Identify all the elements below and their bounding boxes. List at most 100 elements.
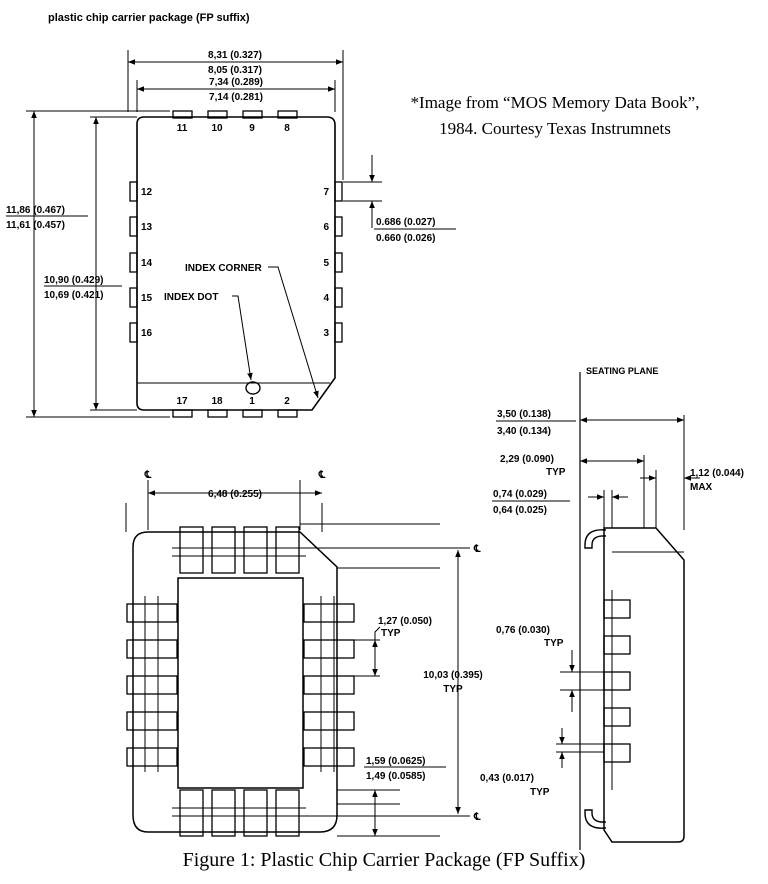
index-corner-label: INDEX CORNER	[185, 263, 262, 274]
dim-height-max: 11,86 (0.467)	[6, 205, 65, 216]
dim-width-max: 8,31 (0.327)	[208, 50, 262, 61]
dim-side-height-max: 3,50 (0.138)	[497, 409, 551, 420]
dim-lead-t-typ: TYP	[530, 787, 550, 798]
dim-pitch-label: 1,27 (0.050)	[378, 616, 432, 627]
dim-side-lead-max: 0,74 (0.029)	[493, 489, 547, 500]
side-lead	[603, 635, 631, 655]
centerline-symbol: ℄	[473, 812, 481, 823]
bottom-pad	[303, 711, 355, 731]
centerline-symbol: ℄	[473, 544, 481, 555]
dim-pitch-typ: TYP	[381, 628, 401, 639]
pin-label: 12	[141, 187, 153, 198]
dim-height2-max: 10,90 (0.429)	[44, 275, 104, 286]
bottom-pad	[303, 639, 355, 659]
bottom-pad	[303, 675, 355, 695]
lead-14	[129, 252, 138, 273]
top-view: 11 10 9 8 12 13 14 15 16 7 6 5 4 3 17 18…	[6, 50, 456, 418]
side-lead	[603, 743, 631, 763]
index-dot-mark	[245, 381, 261, 395]
package-title: plastic chip carrier package (FP suffix)	[48, 12, 250, 24]
dim-body-typ: TYP	[546, 467, 566, 478]
dim-body-label: 2,29 (0.090)	[500, 454, 554, 465]
bottom-pad	[243, 526, 268, 574]
pin-label: 2	[284, 396, 290, 407]
dim-height2-min: 10,69 (0.421)	[44, 290, 104, 301]
bottom-pad	[126, 603, 178, 623]
dim-width2-min: 7,14 (0.281)	[209, 92, 263, 103]
dim-side-height-min: 3,40 (0.134)	[497, 426, 551, 437]
dim-pitch-x-label: 6,48 (0.255)	[208, 489, 262, 500]
lead-8	[277, 110, 298, 119]
dim-lead-w-typ: TYP	[544, 638, 564, 649]
lead-17	[172, 409, 193, 418]
pin-label: 3	[323, 328, 329, 339]
dim-pad-min: 1,49 (0.0585)	[366, 771, 426, 782]
lead-6	[334, 216, 343, 237]
top-body-outline	[136, 116, 336, 411]
dim-side-lead-min: 0,64 (0.025)	[493, 505, 547, 516]
lead-1	[242, 409, 263, 418]
dim-lead-t-label: 0,43 (0.017)	[480, 773, 534, 784]
j-lead-top	[584, 529, 607, 549]
bottom-pad	[303, 603, 355, 623]
bottom-pad	[303, 747, 355, 767]
inner-cavity	[177, 577, 304, 789]
seating-plane-label: SEATING PLANE	[586, 366, 658, 376]
dim-pitch-leader	[374, 626, 381, 640]
bottom-pad	[243, 789, 268, 837]
lead-2	[277, 409, 298, 418]
index-corner-leader	[268, 266, 319, 399]
pin-label: 9	[249, 123, 255, 134]
bottom-pad	[275, 789, 300, 837]
pin-label: 7	[323, 187, 329, 198]
bottom-pad	[126, 747, 178, 767]
bottom-pad	[211, 526, 236, 574]
side-lead	[603, 599, 631, 619]
pin-label: 4	[323, 293, 329, 304]
pin-label: 8	[284, 123, 290, 134]
bottom-body-outline	[132, 531, 338, 833]
side-body-outline	[603, 527, 685, 843]
pin-label: 13	[141, 222, 153, 233]
figure-caption: Figure 1: Plastic Chip Carrier Package (…	[183, 849, 586, 871]
dim-width-min: 8,05 (0.317)	[208, 65, 262, 76]
pin-label: 17	[176, 396, 188, 407]
pin-label: 15	[141, 293, 153, 304]
dim-pitch-y-label: 10,03 (0.395)	[423, 670, 483, 681]
bottom-pad	[126, 675, 178, 695]
side-lead	[603, 671, 631, 691]
pin-label: 18	[211, 396, 223, 407]
side-view: SEATING PLANE 3,50 (0.138) 3,40 (0.134) …	[480, 366, 744, 850]
index-dot-leader	[232, 295, 253, 381]
lead-7	[334, 181, 343, 202]
bottom-pad	[126, 639, 178, 659]
bottom-pad	[179, 789, 204, 837]
pin-label: 5	[323, 258, 329, 269]
lead-16	[129, 322, 138, 343]
index-dot-label: INDEX DOT	[164, 292, 218, 303]
credit-line-1: *Image from “MOS Memory Data Book”,	[411, 93, 700, 112]
lead-3	[334, 322, 343, 343]
dim-lead-min: 0.660 (0.026)	[376, 233, 436, 244]
lead-9	[242, 110, 263, 119]
dim-lead-max: 0.686 (0.027)	[376, 217, 436, 228]
pin-label: 11	[177, 123, 188, 134]
bottom-pad	[211, 789, 236, 837]
dim-pitch-y-typ: TYP	[443, 684, 463, 695]
bottom-view: ℄ ℄ 6,48 (0.255) ℄ ℄ 1,27 (0.050) TYP 10…	[125, 470, 483, 837]
lead-12	[129, 181, 138, 202]
pin-label: 6	[323, 222, 329, 233]
dim-width2-max: 7,34 (0.289)	[209, 77, 263, 88]
dim-pad-max: 1,59 (0.0625)	[366, 756, 426, 767]
pin-label: 14	[141, 258, 153, 269]
dim-lead-w-label: 0,76 (0.030)	[496, 625, 550, 636]
bottom-pad	[179, 526, 204, 574]
side-lead	[603, 707, 631, 727]
dim-standoff-label: 1,12 (0.044)	[690, 468, 744, 479]
lead-18	[207, 409, 228, 418]
bottom-pad	[275, 526, 300, 574]
pin-label: 1	[249, 396, 255, 407]
pin-label: 16	[141, 328, 153, 339]
